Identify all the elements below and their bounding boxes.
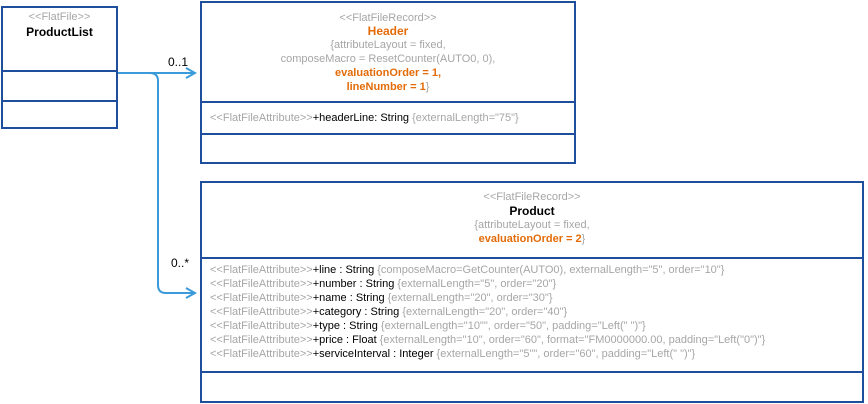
header-attribute-stereotype: <<FlatFileAttribute>> [210, 112, 313, 124]
header-attributes-section [202, 101, 574, 103]
attribute-stereotype: <<FlatFileAttribute>> [210, 320, 313, 332]
product-attribute-number[interactable]: <<FlatFileAttribute>>+number : String {e… [210, 278, 556, 292]
attribute-signature: +serviceInterval : Integer [312, 348, 434, 360]
attribute-signature: +number : String [312, 278, 395, 290]
product-tag-attributelayout: {attributeLayout = fixed, [474, 219, 590, 231]
header-tag-linenumber-value: lineNumber = 1 [346, 81, 426, 93]
header-tag-attributelayout: {attributeLayout = fixed, [330, 39, 446, 51]
productlist-operations-section [3, 100, 116, 102]
productlist-name: ProductList [26, 25, 93, 39]
header-attribute-headerline[interactable]: <<FlatFileAttribute>>+headerLine: String… [210, 112, 519, 126]
attribute-stereotype: <<FlatFileAttribute>> [210, 278, 313, 290]
productlist-attributes-section [3, 70, 116, 72]
attribute-signature: +line : String [312, 264, 375, 276]
header-tag-evaluationorder: evaluationOrder = 1, [334, 67, 442, 79]
productlist-stereotype: <<FlatFile>> [28, 11, 91, 23]
header-attribute-signature: +headerLine: String [312, 112, 410, 124]
product-tag-evaluationorder: evaluationOrder = 2} [202, 233, 862, 246]
header-name: Header [367, 24, 409, 38]
header-tag-composemacro: composeMacro = ResetCounter(AUTO0, 0), [280, 53, 496, 65]
header-tag-linenumber: lineNumber = 1} [202, 81, 574, 94]
product-attribute-price[interactable]: <<FlatFileAttribute>>+price : Float {ext… [210, 334, 765, 348]
header-tag-close: } [425, 81, 430, 93]
product-stereotype: <<FlatFileRecord>> [483, 191, 581, 203]
multiplicity-header: 0..1 [168, 55, 189, 69]
product-name: Product [509, 204, 555, 218]
header-class[interactable]: <<FlatFileRecord>> Header {attributeLayo… [200, 1, 576, 164]
attribute-signature: +type : String [312, 320, 378, 332]
attribute-tags: {composeMacro=GetCounter(AUTO0), externa… [374, 264, 725, 276]
header-operations-section [202, 133, 574, 135]
product-attributes-section [202, 257, 862, 259]
attribute-stereotype: <<FlatFileAttribute>> [210, 334, 313, 346]
attribute-tags: {externalLength="10", order="60", format… [376, 334, 766, 346]
product-attribute-name[interactable]: <<FlatFileAttribute>>+name : String {ext… [210, 292, 553, 306]
attribute-tags: {externalLength="5"", order="60", paddin… [433, 348, 696, 360]
attribute-stereotype: <<FlatFileAttribute>> [210, 264, 313, 276]
attribute-tags: {externalLength="20", order="40"} [399, 306, 568, 318]
association-product[interactable] [118, 72, 195, 293]
attribute-signature: +price : Float [312, 334, 377, 346]
attribute-tags: {externalLength="5", order="20"} [394, 278, 557, 290]
attribute-tags: {externalLength="10"", order="50", paddi… [377, 320, 646, 332]
attribute-signature: +category : String [312, 306, 400, 318]
multiplicity-product: 0..* [171, 256, 190, 270]
product-class[interactable]: <<FlatFileRecord>> Product {attributeLay… [200, 181, 864, 403]
product-operations-section [202, 371, 862, 373]
product-attribute-line[interactable]: <<FlatFileAttribute>>+line : String {com… [210, 264, 724, 278]
attribute-stereotype: <<FlatFileAttribute>> [210, 306, 313, 318]
product-tag-evaluationorder-value: evaluationOrder = 2 [478, 233, 582, 245]
product-attribute-category[interactable]: <<FlatFileAttribute>>+category : String … [210, 306, 567, 320]
attribute-stereotype: <<FlatFileAttribute>> [210, 348, 313, 360]
product-tag-close: } [581, 233, 586, 245]
header-stereotype: <<FlatFileRecord>> [339, 12, 437, 24]
productlist-class[interactable]: <<FlatFile>> ProductList [1, 6, 118, 129]
product-attribute-serviceinterval[interactable]: <<FlatFileAttribute>>+serviceInterval : … [210, 348, 695, 362]
attribute-stereotype: <<FlatFileAttribute>> [210, 292, 313, 304]
header-attribute-tags: {externalLength="75"} [409, 112, 519, 124]
attribute-tags: {externalLength="20", order="30"} [384, 292, 553, 304]
product-attribute-type[interactable]: <<FlatFileAttribute>>+type : String {ext… [210, 320, 646, 334]
attribute-signature: +name : String [312, 292, 385, 304]
